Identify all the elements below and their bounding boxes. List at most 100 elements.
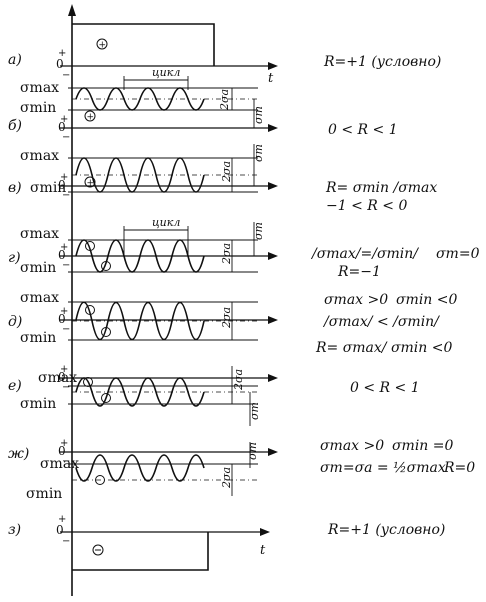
panel-v-wave (75, 157, 205, 193)
panel-d-sigma-min: σmin (20, 330, 56, 346)
panel-b-amp-label: 2σa (218, 89, 231, 111)
panel-zh-formula-line1: σmax >0 (320, 438, 384, 454)
panel-e-sigma-min: σmin (20, 396, 56, 412)
panel-zh-minus-circle (95, 475, 105, 485)
panel-zh-formula-line2: σm=σa = ½σmax (320, 460, 446, 476)
panel-g-plus-circle (85, 241, 95, 251)
panel-a-sign: + (99, 41, 107, 51)
panel-e-sigma-max: σmax (38, 370, 77, 386)
panel-g-minus-circle (101, 261, 111, 271)
panel-e-mean-label: σm (248, 402, 261, 420)
panel-zh-zero-plus: + (60, 438, 68, 449)
panel-d-time-arrow (268, 316, 278, 324)
panel-e-formula: 0 < R < 1 (350, 380, 420, 396)
panel-e-minus-circle (101, 393, 111, 403)
panel-zh-formula-line1b: σmin =0 (392, 438, 454, 454)
panel-g-mean-label: σm (252, 222, 265, 240)
panel-b-zero-plus: + (60, 114, 68, 125)
panel-v-mean-label: σm (252, 144, 265, 162)
panel-d-formula-line1: σmax >0 (324, 292, 388, 308)
panel-a-zero-label: 0 (56, 57, 64, 71)
panel-a-time-arrow (268, 62, 278, 70)
panel-g-amp-label: 2σa (220, 243, 233, 265)
panel-v-time-arrow (268, 182, 278, 190)
panel-e-amp-label: 2σa (232, 369, 245, 391)
panel-v-sign-circle (84, 176, 96, 188)
panel-b-mean-label: σm (252, 106, 265, 124)
panel-zh: ж) σmax σmin + 0 − 2σa σm σmax >0 σmin =… (8, 438, 475, 502)
panel-zh-time-arrow (268, 448, 278, 456)
panel-e-wave (75, 377, 205, 407)
panel-zh-letter: ж) (8, 446, 29, 462)
panel-z-zero-minus: − (62, 536, 70, 547)
panel-a: а) + 0 − t + R=+1 (условно) (8, 23, 441, 86)
panel-b-sigma-min: σmin (20, 100, 56, 116)
panel-v-zero-minus: − (62, 190, 70, 201)
panel-g-formula-sm: σm=0 (436, 246, 480, 262)
panel-v: в) σmax σmin + 0 − + 2σa σm R= σmin /σma… (8, 144, 437, 214)
panel-g-sigma-max: σmax (20, 226, 59, 242)
panel-g-time-arrow (268, 252, 278, 260)
panel-d-zero-label: 0 (58, 312, 66, 326)
panel-g-letter: г) (8, 250, 21, 266)
panel-b-zero-label: 0 (58, 120, 66, 134)
panel-b-sigma-max: σmax (20, 80, 59, 96)
panel-z-formula: R=+1 (условно) (327, 522, 445, 538)
panel-g: г) σmax σmin + 0 − цикл 2σa σm /σmax/=/σ… (8, 216, 480, 280)
panel-zh-zero-label: 0 (58, 444, 66, 458)
panel-d-sigma-max: σmax (20, 290, 59, 306)
panel-b-letter: б) (8, 118, 22, 134)
panel-e-zero-plus: + (60, 364, 68, 375)
panel-g-formula-line2: R=−1 (337, 264, 381, 280)
panel-d-zero-minus: − (62, 324, 70, 335)
panel-z-time-arrow (260, 528, 270, 536)
panel-a-zero-minus: − (62, 70, 70, 81)
panel-zh-sigma-max: σmax (40, 456, 79, 472)
panel-d-wave (75, 301, 205, 341)
panel-zh-formula-line2b: R=0 (443, 460, 475, 476)
panel-d-amp-label: 2σa (220, 307, 233, 329)
panel-zh-wave (75, 454, 205, 482)
panel-z-zero-label: 0 (56, 523, 64, 537)
panel-v-amp-label: 2σa (220, 161, 233, 183)
panel-a-sign-circle (96, 38, 108, 50)
panel-g-sigma-min: σmin (20, 260, 56, 276)
panel-v-sigma-max: σmax (20, 148, 59, 164)
panel-b-formula: 0 < R < 1 (328, 122, 398, 138)
panel-e-zero-minus: − (62, 382, 70, 393)
panel-d-formula-line1b: σmin <0 (396, 292, 458, 308)
panel-e-letter: е) (8, 378, 22, 394)
panel-z-zero-plus: + (58, 514, 66, 525)
panel-b-sign: + (87, 113, 95, 123)
panel-a-letter: а) (8, 52, 22, 68)
panel-v-formula-line1: R= σmin /σmax (325, 180, 437, 196)
panel-v-letter: в) (8, 180, 22, 196)
panel-d-letter: д) (8, 314, 22, 330)
panel-g-wave (75, 239, 205, 273)
panel-z-constant-stress (72, 532, 209, 571)
panel-e: е) σmax σmin + 0 − 2σa σm 0 < R < 1 (8, 364, 420, 426)
panel-b-cycle-label: цикл (152, 66, 180, 79)
panel-g-formula-line1: /σmax/=/σmin/ (310, 246, 419, 262)
panel-g-zero-minus: − (62, 260, 70, 271)
panel-e-zero-label: 0 (58, 370, 66, 384)
panel-g-cycle-label: цикл (152, 216, 180, 229)
panel-z-t-label: t (260, 543, 266, 558)
panel-e-time-arrow (268, 374, 278, 382)
panel-e-plus-circle (83, 377, 93, 387)
panel-a-zero-plus: + (58, 48, 66, 59)
panel-b-zero-minus: − (62, 132, 70, 143)
panel-z-sign-circle (92, 544, 104, 556)
panel-d-zero-plus: + (60, 306, 68, 317)
panel-zh-amp-label: 2σa (220, 467, 233, 489)
panel-d-formula-line3: R= σmax/ σmin <0 (315, 340, 452, 356)
panel-d: д) σmax σmin + 0 − 2σa σmax >0 σmin <0 /… (8, 290, 458, 356)
panel-b-sign-circle (84, 110, 96, 122)
panel-d-minus-circle (101, 327, 111, 337)
panel-b-wave (75, 87, 205, 111)
panel-v-sign: + (87, 179, 95, 189)
panel-v-zero-label: 0 (58, 178, 66, 192)
panel-b: б) σmax σmin + 0 − + цикл 2σa σm 0 < R <… (8, 66, 398, 143)
panel-v-formula-line2: −1 < R < 0 (326, 198, 407, 214)
